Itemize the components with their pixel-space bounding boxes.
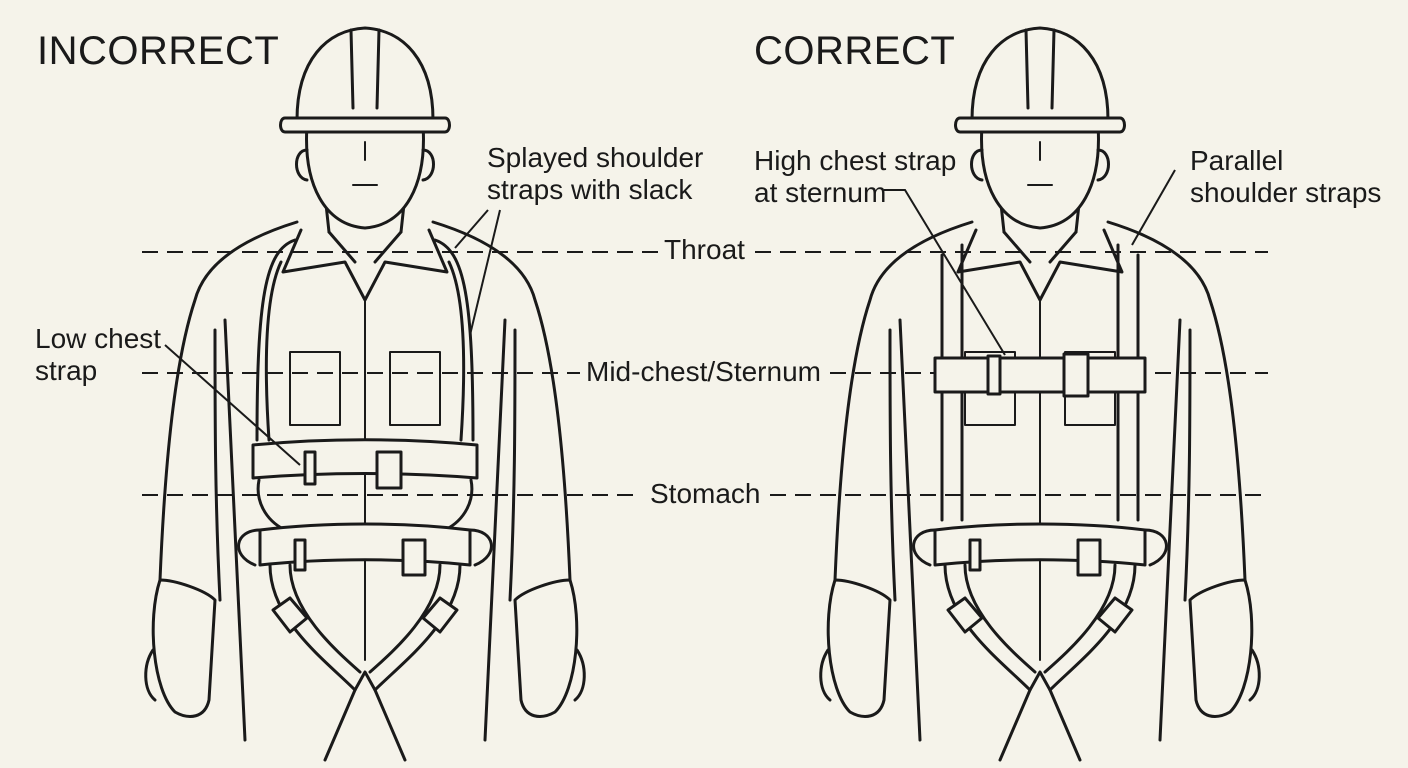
low-chest-line-2: strap [35, 355, 98, 387]
mid-chest-label: Mid-chest/Sternum [580, 356, 827, 389]
correct-worker-figure [819, 26, 1261, 762]
high-chest-annotation: High chest strap at sternum [754, 145, 956, 209]
low-chest-leader [164, 344, 301, 466]
parallel-line-1: Parallel [1190, 145, 1284, 176]
parallel-leader [1131, 169, 1176, 246]
parallel-line-2: shoulder straps [1190, 177, 1382, 209]
splayed-line-1: Splayed shoulder [487, 142, 704, 173]
parallel-annotation: Parallel shoulder straps [1190, 145, 1381, 209]
low-chest-annotation: Low chest strap [35, 323, 161, 387]
stomach-label: Stomach [644, 478, 767, 511]
throat-label: Throat [658, 234, 751, 267]
low-chest-line-1: Low chest [35, 323, 162, 354]
splayed-annotation: Splayed shoulder straps with slack [487, 142, 703, 206]
splayed-line-2: straps with slack [487, 174, 693, 206]
incorrect-worker-figure [144, 26, 586, 762]
splayed-leader-2 [469, 209, 501, 336]
splayed-leader-1 [454, 209, 489, 249]
high-chest-leader [884, 189, 1006, 356]
high-chest-line-2: at sternum [754, 177, 887, 209]
incorrect-heading: INCORRECT [37, 29, 280, 73]
high-chest-line-1: High chest strap [754, 145, 957, 176]
correct-heading: CORRECT [754, 29, 956, 73]
